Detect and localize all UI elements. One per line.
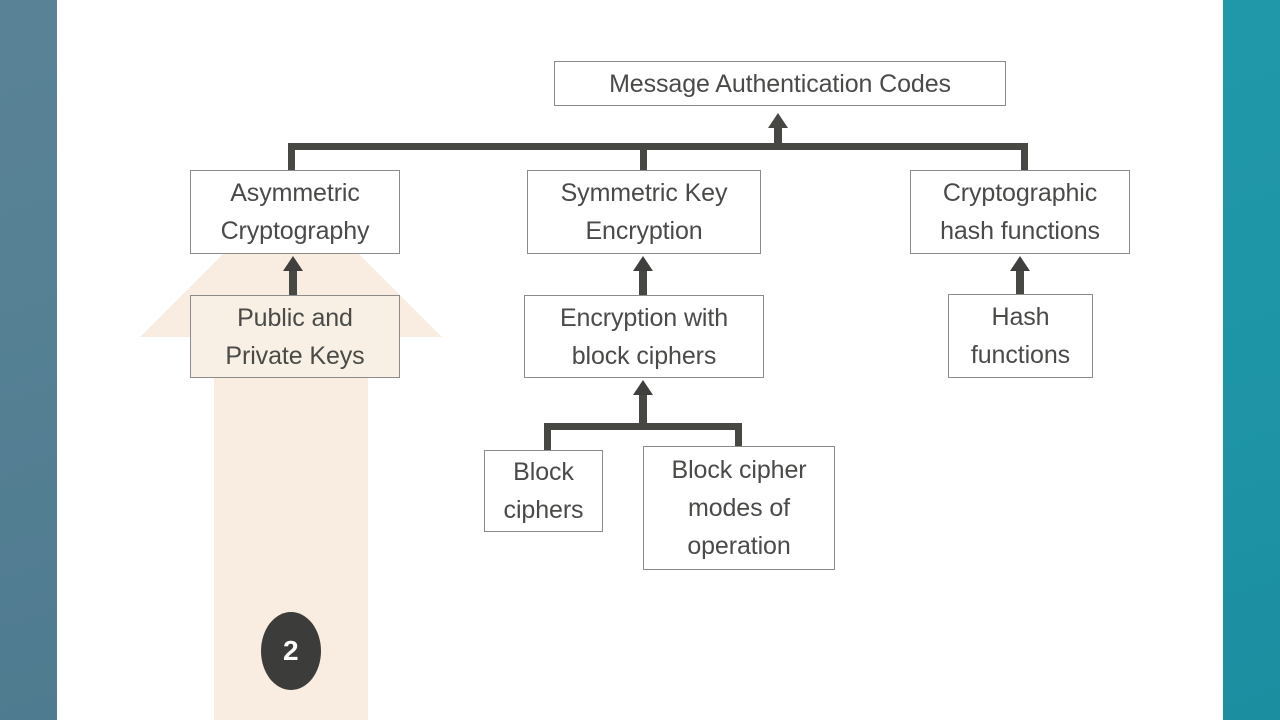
connector-asymmetric-stem <box>289 271 297 295</box>
connector-blockciphers-stem <box>639 395 647 429</box>
connector-root-stem <box>774 128 782 145</box>
decorative-sidebar-right <box>1223 0 1280 720</box>
connector-symmetric-stem <box>639 271 647 295</box>
decorative-sidebar-left <box>0 0 57 720</box>
connector-horizontal-bus <box>288 143 1028 150</box>
page-number-badge: 2 <box>261 612 321 690</box>
node-block-cipher-modes-of-operation[interactable]: Block cipher modes of operation <box>643 446 835 570</box>
connector-blockciphers-drop-left <box>544 423 551 451</box>
connector-drop-right <box>1021 143 1028 171</box>
arrow-head-block-fork <box>633 380 653 395</box>
node-hash-functions[interactable]: Hash functions <box>948 294 1093 378</box>
node-block-ciphers[interactable]: Block ciphers <box>484 450 603 532</box>
node-public-and-private-keys[interactable]: Public and Private Keys <box>190 295 400 378</box>
arrow-head-hash <box>1010 256 1030 271</box>
node-symmetric-key-encryption[interactable]: Symmetric Key Encryption <box>527 170 761 254</box>
node-encryption-with-block-ciphers[interactable]: Encryption with block ciphers <box>524 295 764 378</box>
arrow-head-root <box>768 113 788 128</box>
connector-blockciphers-drop-right <box>735 423 742 447</box>
connector-hash-stem <box>1016 271 1024 295</box>
node-message-authentication-codes[interactable]: Message Authentication Codes <box>554 61 1006 106</box>
connector-drop-left <box>288 143 295 171</box>
connector-drop-middle <box>640 143 647 171</box>
node-asymmetric-cryptography[interactable]: Asymmetric Cryptography <box>190 170 400 254</box>
arrow-head-symmetric <box>633 256 653 271</box>
node-cryptographic-hash-functions[interactable]: Cryptographic hash functions <box>910 170 1130 254</box>
connector-blockciphers-bus <box>544 423 742 430</box>
arrow-head-asymmetric <box>283 256 303 271</box>
